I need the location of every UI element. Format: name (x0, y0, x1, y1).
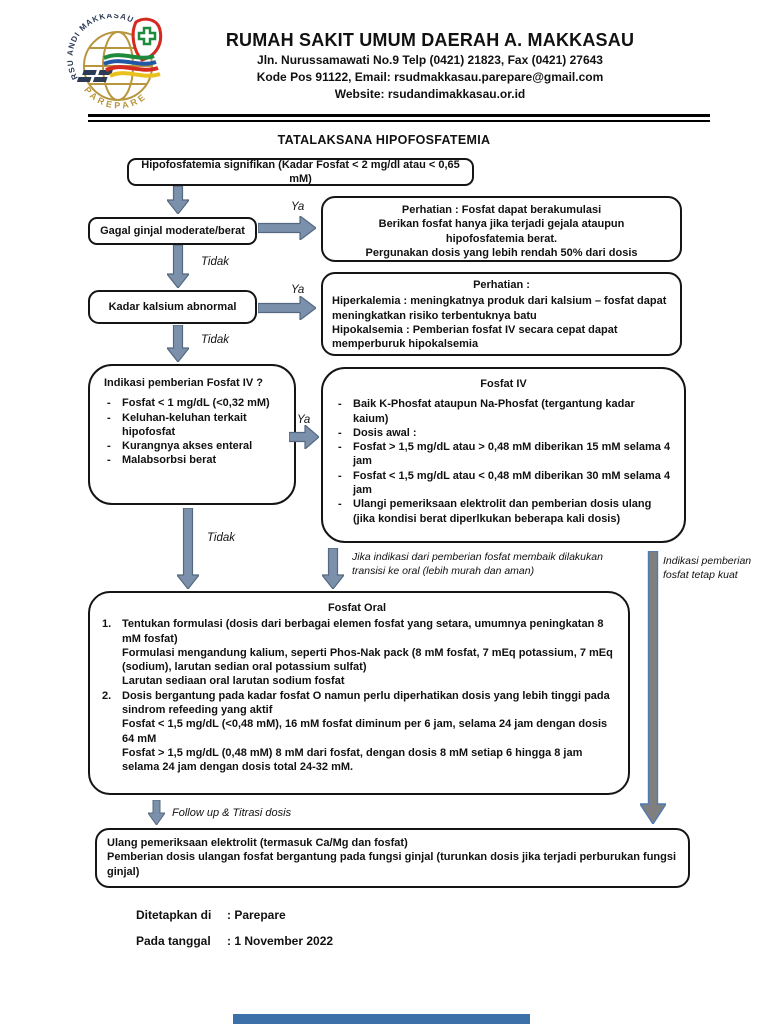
set-date-label: Pada tanggal (136, 934, 211, 948)
box-fosfat-oral-title: Fosfat Oral (327, 602, 387, 614)
page-title: TATALAKSANA HIPOFOSFATEMIA (277, 133, 491, 147)
hospital-logo-icon: RSU ANDI MAKKASAU PAREPARE (65, 11, 163, 110)
note-transisi-oral: Jika indikasi dari pemberian fosfat memb… (352, 551, 603, 578)
hospital-postal-email: Kode Pos 91122, Email: rsudmakkasau.pare… (256, 70, 604, 84)
hospital-name: RUMAH SAKIT UMUM DAERAH A. MAKKASAU (225, 30, 635, 50)
hospital-address: Jln. Nurussamawati No.9 Telp (0421) 2182… (257, 53, 603, 67)
box-perhatian-kalsium: Perhatian : Hiperkalemia : meningkatnya … (321, 272, 682, 356)
set-place-value: : Parepare (227, 908, 286, 922)
box-perhatian-akumulasi: Perhatian : Fosfat dapat berakumulasi Be… (321, 196, 682, 262)
hospital-logo: RSU ANDI MAKKASAU PAREPARE (65, 11, 182, 112)
set-place-label: Ditetapkan di (136, 908, 212, 922)
box-ulang-pemeriksaan: Ulang pemeriksaan elektrolit (termasuk C… (95, 828, 690, 888)
box-indikasi-title: Indikasi pemberian Fosfat IV ? (104, 377, 263, 389)
header-divider (88, 114, 710, 122)
box-kadar-kalsium: Kadar kalsium abnormal (88, 290, 257, 324)
arrow-down-icon (167, 245, 189, 288)
arrow-right-icon (289, 425, 319, 449)
label-tidak-1: Tidak (201, 256, 230, 268)
set-date-value: : 1 November 2022 (227, 934, 334, 948)
label-tidak-3: Tidak (207, 532, 236, 544)
label-ya-2: Ya (291, 284, 305, 296)
arrow-down-small-icon (148, 800, 165, 825)
hospital-website: Website: rsudandimakkasau.or.id (334, 87, 526, 101)
label-ya-3: Ya (297, 414, 311, 426)
arrow-right-icon (258, 296, 316, 320)
arrow-down-icon (177, 508, 199, 589)
label-tidak-2: Tidak (201, 334, 230, 346)
box-gagal-ginjal: Gagal ginjal moderate/berat (88, 217, 257, 245)
bottom-bar (233, 1014, 530, 1024)
box-indikasi-fosfat-iv: Indikasi pemberian Fosfat IV ? -Fosfat <… (88, 364, 296, 505)
arrow-down-icon (167, 186, 189, 214)
box-perhatian-kalsium-title: Perhatian : (473, 279, 530, 291)
arrow-right-icon (258, 216, 316, 240)
arrow-down-icon (322, 548, 344, 589)
box-hipofosfatemia-signifikan: Hipofosfatemia signifikan (Kadar Fosfat … (127, 158, 474, 186)
svg-text:PAREPARE: PAREPARE (82, 85, 149, 110)
box-fosfat-iv: Fosfat IV -Baik K-Phosfat ataupun Na-Pho… (321, 367, 686, 543)
arrow-down-icon (167, 325, 189, 362)
arrow-down-long-icon (640, 551, 666, 824)
box-fosfat-oral: Fosfat Oral 1. Tentukan formulasi (dosis… (88, 591, 630, 795)
label-ya-1: Ya (291, 201, 305, 213)
note-indikasi-kuat: Indikasi pemberian fosfat tetap kuat (663, 555, 752, 582)
note-follow-up: Follow up & Titrasi dosis (172, 807, 292, 819)
box-fosfat-iv-title: Fosfat IV (480, 378, 527, 390)
